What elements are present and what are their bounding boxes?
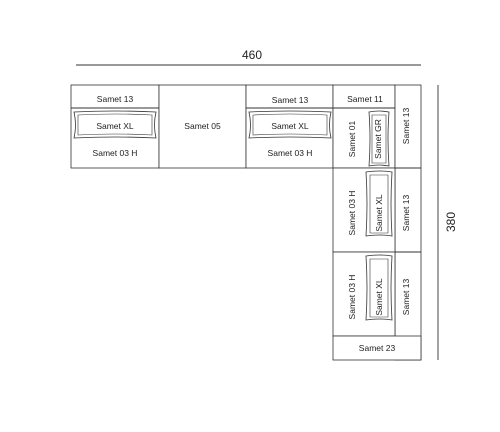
module-1-pillow: Samet XL	[73, 110, 157, 139]
width-dimension-label: 460	[242, 48, 262, 62]
right-module-2-pillow-label: Samet XL	[374, 194, 384, 232]
module-3-pillow: Samet XL	[248, 110, 332, 139]
right-module-3: Samet 03 H Samet XL Samet 13	[332, 251, 411, 337]
right-module-3-right-label: Samet 13	[401, 279, 411, 316]
module-2: Samet 05	[158, 84, 247, 169]
right-module-2-left-label: Samet 03 H	[347, 191, 357, 236]
corner-module-left-label: Samet 01	[347, 121, 357, 158]
corner-module: Samet 11 Samet 01 Samet GR	[332, 84, 396, 169]
module-3-top-label: Samet 13	[272, 95, 309, 105]
module-1: Samet 13 Samet XL Samet 03 H	[70, 84, 160, 169]
module-2-label: Samet 05	[184, 121, 221, 131]
armrest-top-label: Samet 13	[401, 108, 411, 145]
module-3-bottom-label: Samet 03 H	[268, 148, 313, 158]
right-module-2-right-label: Samet 13	[401, 195, 411, 232]
right-module-3-pillow: Samet XL	[365, 254, 393, 321]
end-module: Samet 23	[332, 335, 422, 361]
module-3: Samet 13 Samet XL Samet 03 H	[245, 84, 334, 169]
corner-module-pillow-label: Samet GR	[373, 119, 383, 159]
corner-module-pillow: Samet GR	[368, 110, 390, 167]
end-module-label: Samet 23	[359, 343, 396, 353]
module-1-top-label: Samet 13	[97, 94, 134, 104]
module-1-bottom-label: Samet 03 H	[93, 148, 138, 158]
right-armrest-column	[394, 84, 422, 361]
right-module-3-pillow-label: Samet XL	[374, 278, 384, 316]
right-module-2-pillow: Samet XL	[365, 170, 393, 237]
end-module-outline	[332, 335, 422, 361]
module-3-pillow-label: Samet XL	[271, 121, 309, 131]
module-1-pillow-label: Samet XL	[96, 121, 134, 131]
corner-module-top-label: Samet 11	[347, 94, 383, 104]
right-module-3-left-label: Samet 03 H	[347, 275, 357, 320]
module-2-outline	[158, 84, 247, 169]
height-dimension-label: 380	[444, 212, 458, 232]
right-module-2: Samet 03 H Samet XL Samet 13	[332, 167, 411, 253]
